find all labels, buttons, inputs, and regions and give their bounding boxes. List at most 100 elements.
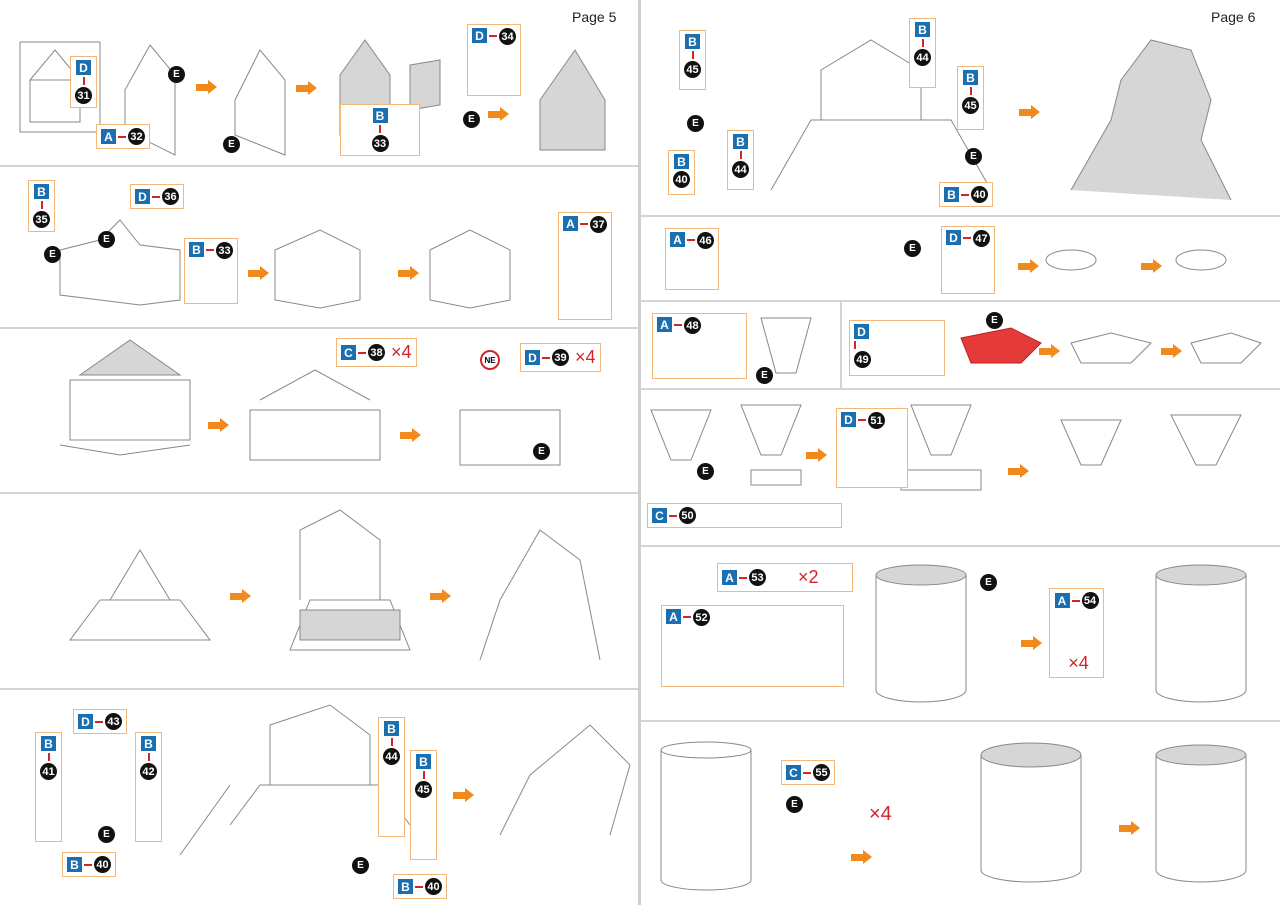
sheet-label: D [525,350,540,365]
part-number: 33 [371,135,389,152]
sheet-label: B [398,879,413,894]
sheet-label: B [733,134,748,149]
part-number: 40 [673,171,690,188]
part-number: 37 [590,216,607,233]
sheet-label: B [674,154,689,169]
part-callout-33b: B 33 [184,238,238,304]
part-number: 51 [868,412,885,429]
page-divider [638,0,641,905]
sheet-label: B [372,108,388,123]
glue-marker-e: E [463,111,480,128]
part-number: 32 [128,128,145,145]
glue-marker-e: E [904,240,921,257]
sheet-label: B [685,34,700,49]
sheet-label: D [78,714,93,729]
part-callout-47: D 47 [941,226,995,294]
step-divider [0,688,638,690]
part-number: 40 [971,186,988,203]
part-number: 49 [854,351,871,368]
part-number: 42 [140,763,157,780]
part-number: 43 [105,713,122,730]
part-callout-37: A 37 [558,212,612,320]
part-number: 52 [693,609,710,626]
page-number: Page 6 [1211,9,1256,25]
glue-marker-e: E [697,463,714,480]
part-number: 48 [684,317,701,334]
part-number: 44 [914,49,931,66]
part-number: 31 [75,87,92,104]
part-number: 44 [732,161,749,178]
cabin-walls-diagram [59,219,511,309]
step-divider [641,545,1280,547]
part-callout-52: A 52 [661,605,844,687]
part-number: 55 [813,764,830,781]
sheet-label: A [563,216,578,231]
step-divider [0,165,638,167]
sheet-label: B [189,242,204,257]
part-callout-40d: B 40 [939,182,993,207]
sheet-label: A [101,129,116,144]
sheet-label: D [472,28,487,43]
sheet-label: D [135,189,150,204]
sheet-label: C [341,345,356,360]
glue-marker-e: E [756,367,773,384]
sheet-label: D [76,60,91,75]
part-callout-40: B 40 [62,852,116,877]
glue-marker-e: E [986,312,1003,329]
part-number: 45 [962,97,979,114]
glue-marker-e: E [687,115,704,132]
sheet-label: D [841,412,856,427]
lunar-module-legs-diagram [770,39,1232,201]
part-number: 50 [679,507,696,524]
part-number: 41 [40,763,57,780]
sheet-label: C [786,765,801,780]
sheet-label: B [963,70,978,85]
sheet-label: D [946,230,961,245]
part-callout-44b: B 44 [909,18,936,88]
sheet-label: B [41,736,56,751]
part-callout-55: C 55 [781,760,835,785]
engine-bell-diagram [650,404,1242,491]
sheet-label: C [652,508,667,523]
part-number: 39 [552,349,569,366]
step-divider [641,300,1280,302]
glue-marker-e: E [965,148,982,165]
part-number: 40 [94,856,111,873]
part-number: 45 [415,781,432,798]
step-divider [0,327,638,329]
part-number: 33 [216,242,233,259]
sheet-label: A [666,609,681,624]
sheet-label: B [34,184,49,199]
part-callout-39: D 39 ×4 [520,343,601,372]
glue-marker-e: E [44,246,61,263]
part-number: 54 [1081,592,1099,609]
glue-marker-e: E [533,443,550,460]
step-divider [0,492,638,494]
sheet-label: B [67,857,82,872]
glue-marker-e: E [223,136,240,153]
direction-marker-ne: NE [480,350,500,370]
part-callout-44c: B 44 [727,130,754,190]
part-callout-32: A 32 [96,124,150,149]
ascent-cylinder-diagram [875,564,1247,703]
glue-marker-e: E [168,66,185,83]
part-number: 40 [425,878,442,895]
sheet-label: B [915,22,930,37]
quantity-label: ×4 [575,347,596,367]
sheet-label: B [944,187,959,202]
part-number: 47 [973,230,990,247]
descent-stage-diagram [59,339,561,466]
quantity-label: ×2 [798,567,819,587]
quantity-label: ×4 [391,342,412,362]
part-number: 38 [368,344,385,361]
part-callout-43: D 43 [73,709,127,734]
footpad-diagram [1045,249,1227,271]
quantity-label: ×4 [869,803,892,825]
